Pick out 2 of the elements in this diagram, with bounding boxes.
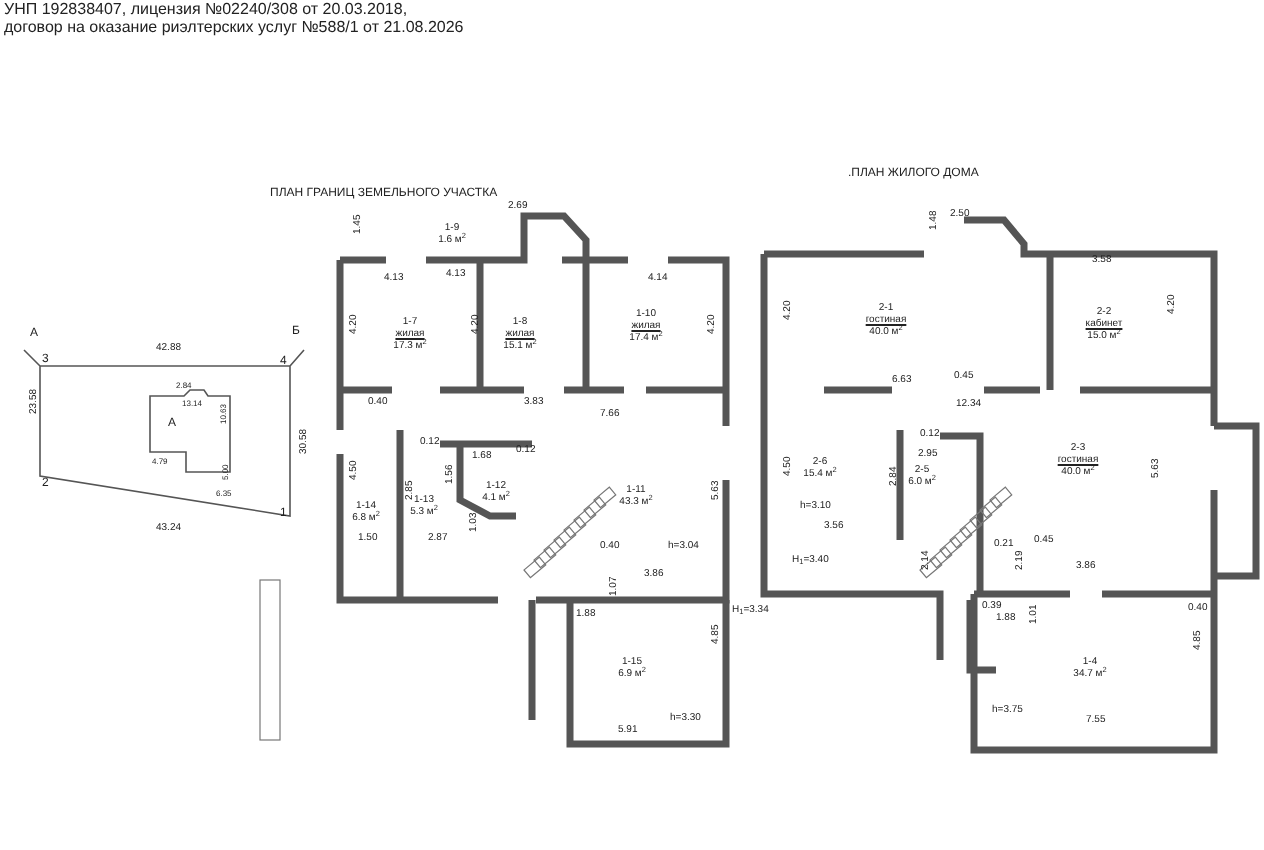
header-note: УНП 192838407, лицензия №02240/308 от 20.03.2018,	[4, 2, 408, 18]
header-note: договор на оказание риэлтерских услуг №588/1 от 21.08.2026	[4, 20, 464, 36]
